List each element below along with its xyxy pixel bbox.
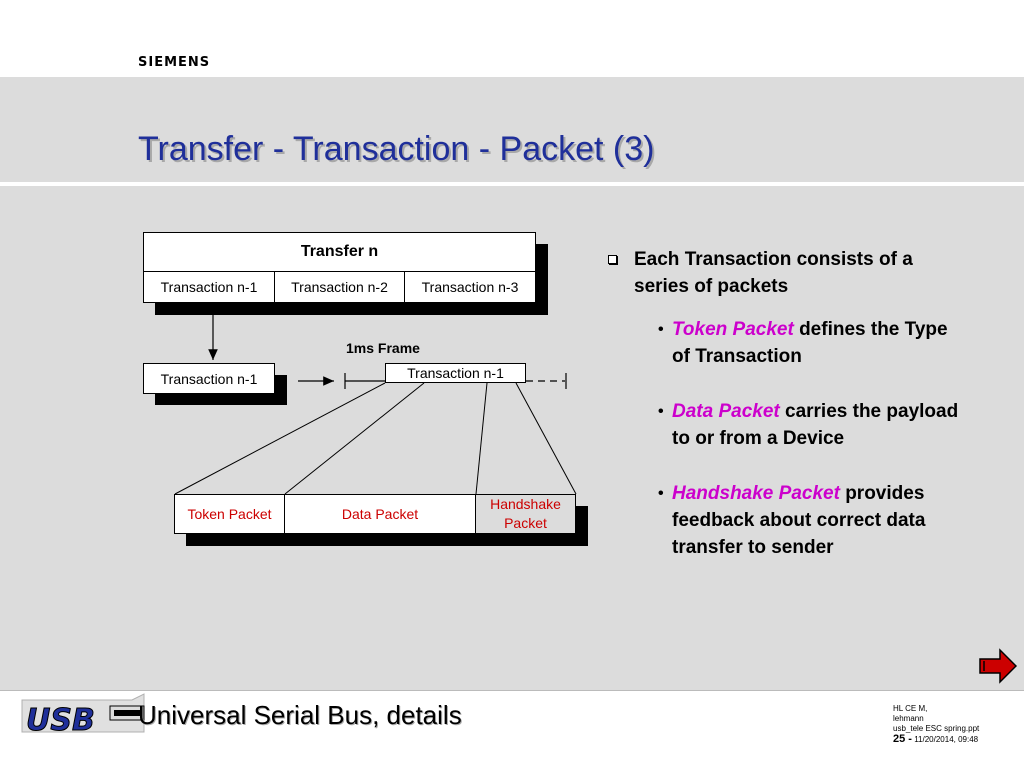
bullet-main-text: Each Transaction consists of a series of… xyxy=(634,249,913,297)
red-arrow-right-icon[interactable] xyxy=(978,646,1018,686)
bullet-item-text: carries the payload to or from a Device xyxy=(672,401,959,449)
bullet-item-token: • Token Packet defines the Type of Trans… xyxy=(606,316,966,370)
frame-transaction-box: Transaction n-1 xyxy=(385,363,526,383)
bullet-main: Each Transaction consists of a series of… xyxy=(606,246,966,300)
dot-bullet-icon: • xyxy=(658,485,664,502)
title-band xyxy=(0,77,1024,184)
handshake-packet-box: Handshake Packet xyxy=(475,494,576,534)
siemens-logo: SIEMENS xyxy=(138,55,211,70)
dot-bullet-icon: • xyxy=(658,321,664,338)
token-packet-box: Token Packet xyxy=(174,494,285,534)
page-number: 25 - xyxy=(893,733,912,745)
svg-text:USB: USB xyxy=(26,703,95,738)
transfer-box: Transfer n xyxy=(143,232,536,272)
term-token-packet: Token Packet xyxy=(672,319,794,340)
slide-meta: HL CE M, lehmann usb_tele ESC spring.ppt… xyxy=(893,704,979,745)
bullet-item-text: provides feedback about correct data tra… xyxy=(672,483,926,558)
transaction-cell: Transaction n-1 xyxy=(143,271,275,303)
transaction-cell: Transaction n-2 xyxy=(274,271,405,303)
selected-transaction-box: Transaction n-1 xyxy=(143,363,275,394)
footer-divider xyxy=(0,690,1024,691)
bullet-item-data: • Data Packet carries the payload to or … xyxy=(606,398,966,452)
term-handshake-packet: Handshake Packet xyxy=(672,483,840,504)
term-data-packet: Data Packet xyxy=(672,401,780,422)
bullet-item-text: defines the Type of Transaction xyxy=(672,319,948,367)
bullet-item-handshake: • Handshake Packet provides feedback abo… xyxy=(606,480,966,561)
meta-line: lehmann xyxy=(893,714,924,723)
footer-title: Universal Serial Bus, details xyxy=(138,700,462,730)
data-packet-box: Data Packet xyxy=(284,494,476,534)
slide-date: 11/20/2014, 09:48 xyxy=(914,735,979,744)
usb-logo-icon: USB xyxy=(21,693,145,739)
bullet-list: Each Transaction consists of a series of… xyxy=(606,246,966,589)
slide-title: Transfer - Transaction - Packet (3) xyxy=(138,130,655,168)
dot-bullet-icon: • xyxy=(658,403,664,420)
frame-label: 1ms Frame xyxy=(346,340,420,356)
transaction-cell: Transaction n-3 xyxy=(404,271,536,303)
meta-line: HL CE M, xyxy=(893,704,928,713)
square-bullet-icon xyxy=(608,255,617,264)
meta-line: usb_tele ESC spring.ppt xyxy=(893,724,980,733)
